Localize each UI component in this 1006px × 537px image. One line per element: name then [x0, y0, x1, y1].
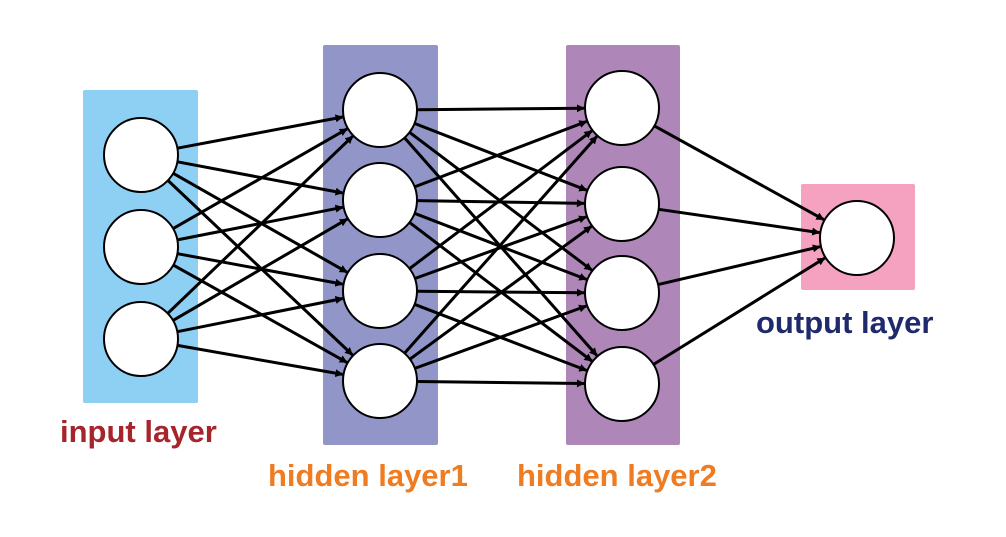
edge-hidden2-4-to-output-1 — [652, 256, 826, 366]
hidden2-node-4 — [584, 346, 660, 422]
edge-input-3-to-hidden1-2 — [172, 217, 348, 322]
edge-hidden1-4-to-hidden2-4 — [416, 379, 585, 388]
hidden-layer2-label: hidden layer2 — [517, 458, 717, 493]
input-layer-label: input layer — [60, 414, 217, 449]
hidden-layer1-label: hidden layer1 — [268, 458, 468, 493]
edge-input-3-to-hidden1-4 — [177, 343, 344, 378]
output-node-1 — [819, 200, 895, 276]
edge-input-3-to-hidden1-3 — [177, 295, 344, 334]
hidden2-node-1 — [584, 70, 660, 146]
input-node-1 — [103, 117, 179, 193]
edge-input-1-to-hidden1-1 — [177, 114, 344, 150]
edge-hidden2-2-to-output-1 — [658, 207, 821, 236]
edge-hidden1-3-to-hidden2-2 — [414, 215, 587, 280]
hidden1-node-3 — [342, 253, 418, 329]
input-node-3 — [103, 301, 179, 377]
hidden1-node-1 — [342, 72, 418, 148]
edge-hidden1-2-to-hidden2-1 — [414, 120, 588, 189]
edge-hidden2-1-to-output-1 — [653, 124, 825, 221]
hidden1-node-4 — [342, 343, 418, 419]
hidden2-node-3 — [584, 255, 660, 331]
input-node-2 — [103, 209, 179, 285]
connection-edges — [166, 104, 826, 388]
edge-hidden1-4-to-hidden2-2 — [409, 225, 593, 361]
edge-input-2-to-hidden1-1 — [172, 127, 348, 230]
hidden2-node-2 — [584, 166, 660, 242]
edge-hidden1-4-to-hidden2-3 — [414, 304, 588, 370]
neuron-nodes — [103, 70, 895, 422]
edge-hidden2-3-to-output-1 — [657, 244, 821, 287]
edge-hidden1-3-to-hidden2-1 — [408, 129, 593, 270]
edge-input-3-to-hidden1-1 — [166, 135, 354, 315]
edge-hidden1-2-to-hidden2-2 — [416, 199, 585, 208]
hidden-layer2-band — [566, 45, 680, 445]
edge-hidden1-1-to-hidden2-1 — [416, 104, 585, 113]
edge-hidden1-4-to-hidden2-1 — [403, 135, 598, 355]
output-layer-label: output layer — [756, 305, 933, 340]
hidden1-node-2 — [342, 162, 418, 238]
